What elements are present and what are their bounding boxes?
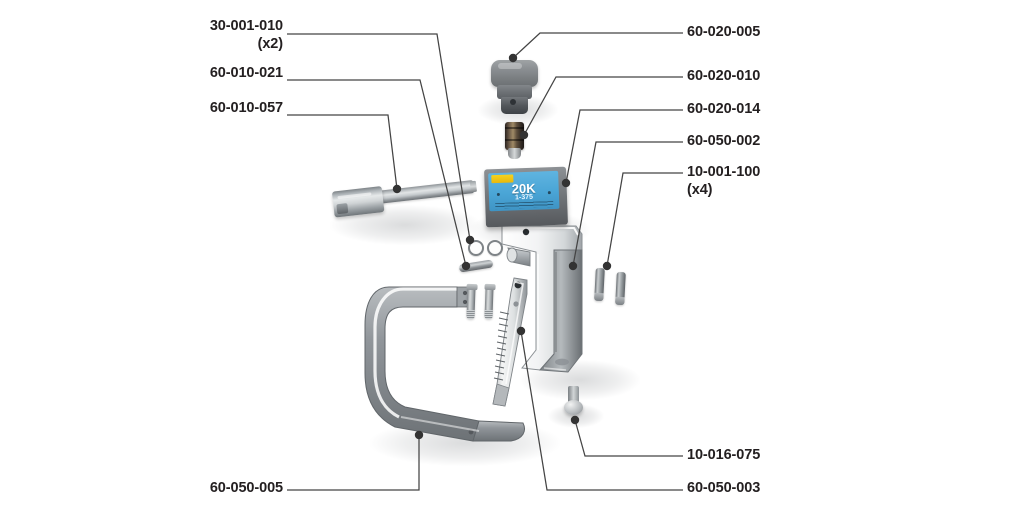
- leader-dot-10-016-075: [570, 415, 580, 425]
- label-part-number: 10-016-075: [687, 447, 761, 463]
- control-block-fineprint: [495, 201, 554, 210]
- leader-10-001-100: [606, 172, 683, 267]
- label-60-010-057: 60-010-057: [0, 99, 283, 117]
- leader-60-010-021: [287, 79, 467, 267]
- part-knob-base: [501, 97, 528, 114]
- part-cylindrical-shaft-rod: [376, 180, 475, 204]
- part-serrated-rack-lever: [487, 276, 533, 416]
- part-cylindrical-shaft-block: [331, 186, 385, 218]
- part-main-body-housing: [500, 222, 608, 382]
- label-30-001-010: 30-001-010 (x2): [0, 17, 283, 53]
- label-60-020-014: 60-020-014: [687, 100, 760, 118]
- part-valve-tip: [508, 148, 521, 159]
- part-valve-cartridge: [505, 122, 524, 150]
- label-60-020-010: 60-020-010: [687, 67, 760, 85]
- label-60-020-005: 60-020-005: [687, 23, 760, 41]
- label-qty: (x4): [687, 182, 713, 198]
- label-part-number: 60-020-014: [687, 101, 761, 117]
- label-part-number: 60-020-010: [687, 68, 761, 84]
- control-block-dot-left: [496, 192, 500, 197]
- label-60-050-002: 60-050-002: [687, 132, 760, 150]
- label-part-number: 60-010-057: [209, 100, 283, 116]
- leader-60-020-010: [523, 76, 683, 136]
- part-knob-cap: [491, 60, 538, 87]
- part-round-head-bolt-head: [564, 400, 583, 415]
- part-clevis-pin-1: [594, 267, 605, 302]
- label-10-016-075: 10-016-075: [687, 446, 760, 464]
- leader-60-020-005: [512, 32, 683, 59]
- label-part-number: 10-001-100: [687, 164, 761, 180]
- part-knob-neck: [497, 85, 532, 99]
- label-part-number: 60-020-005: [687, 24, 761, 40]
- control-block-label: 20K 1-375: [488, 170, 560, 212]
- part-labeled-control-block: 20K 1-375: [484, 166, 568, 228]
- label-part-number: 60-050-002: [687, 133, 761, 149]
- leader-60-020-014: [565, 109, 683, 184]
- part-socket-screw-2: [484, 286, 494, 320]
- part-washer-2: [487, 240, 503, 256]
- leader-60-010-057: [287, 114, 398, 190]
- label-part-number: 60-050-003: [687, 480, 761, 496]
- label-part-number: 60-050-005: [209, 480, 283, 496]
- part-washer-1: [468, 240, 484, 256]
- label-part-number: 60-010-021: [209, 65, 283, 81]
- part-socket-screw-1: [466, 286, 476, 320]
- label-60-010-021: 60-010-021: [0, 64, 283, 82]
- part-clevis-pin-2: [615, 271, 626, 306]
- label-60-050-003: 60-050-003: [687, 479, 760, 497]
- label-qty: (x2): [257, 36, 283, 52]
- label-10-001-100: 10-001-100 (x4): [687, 163, 760, 199]
- label-60-050-005: 60-050-005: [0, 479, 283, 497]
- control-block-dot-right: [547, 191, 551, 195]
- label-part-number: 30-001-010: [209, 18, 283, 34]
- part-dowel-pin: [458, 259, 494, 273]
- leader-10-016-075: [574, 419, 683, 457]
